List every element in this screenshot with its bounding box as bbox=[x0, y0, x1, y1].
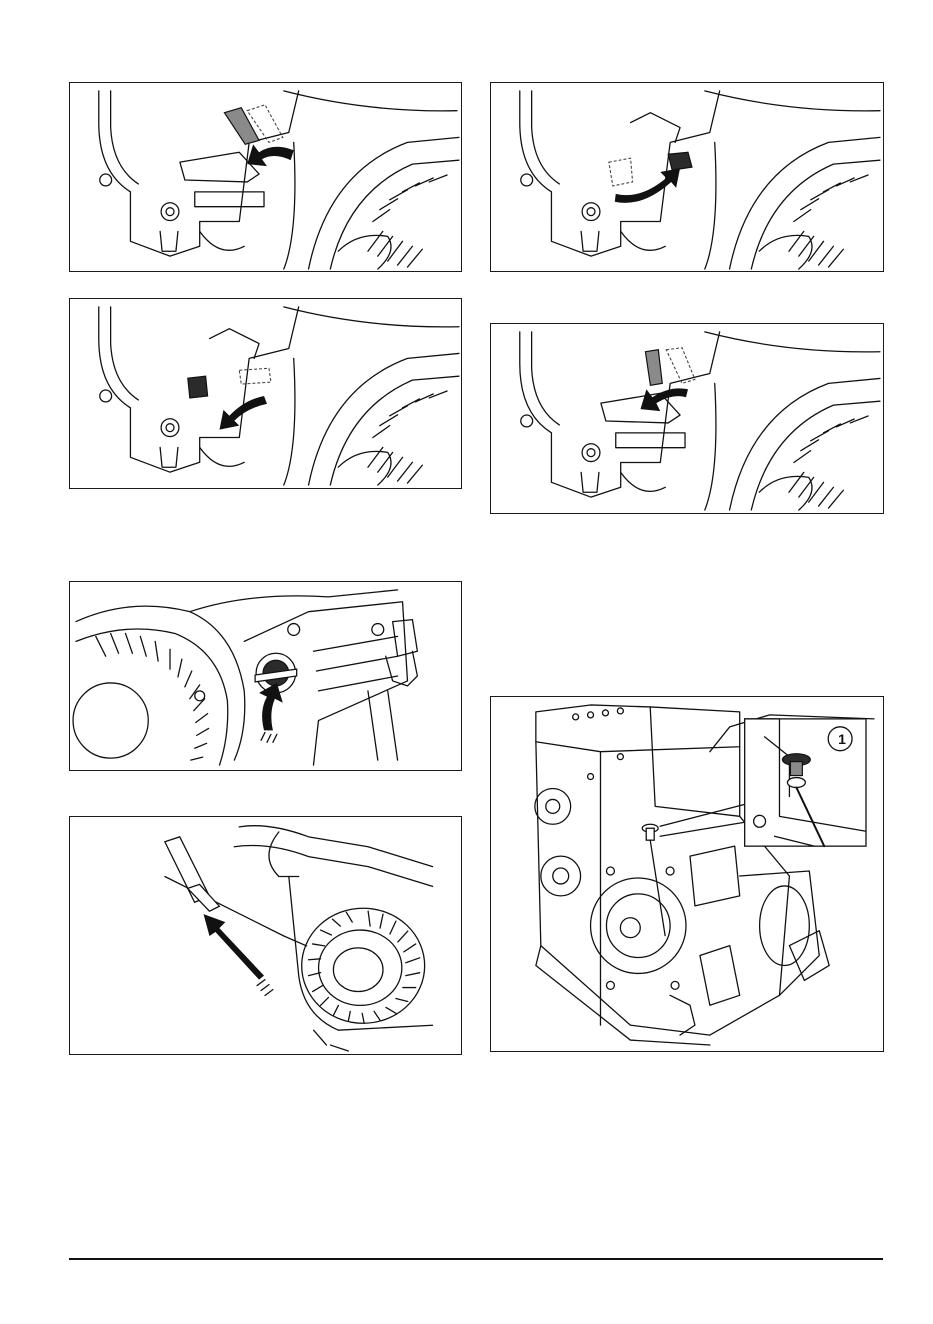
choke-lever-closed-illustration bbox=[70, 83, 461, 271]
throttle-lever-illustration bbox=[70, 299, 461, 488]
figure-engine-oil-dipstick: 1 bbox=[490, 696, 884, 1052]
figure-starter-grip-pull bbox=[69, 816, 462, 1055]
figure-engine-switch-on bbox=[69, 581, 462, 771]
footer-rule bbox=[69, 1258, 883, 1260]
figure-choke-lever-open bbox=[490, 323, 884, 514]
recoil-starter-cover bbox=[73, 606, 245, 765]
starter-grip-pull-illustration bbox=[70, 817, 461, 1054]
recoil-starter-fins bbox=[309, 353, 459, 485]
engine-oil-dipstick-illustration bbox=[491, 697, 883, 1051]
choke-lever-open-illustration bbox=[491, 324, 883, 513]
fuel-valve-open-illustration bbox=[491, 83, 883, 271]
figure-choke-lever-closed bbox=[69, 82, 462, 272]
recoil-starter-fins bbox=[730, 137, 880, 269]
recoil-starter-fins bbox=[309, 137, 459, 269]
recoil-starter-fins bbox=[730, 378, 880, 510]
engine-switch-on-illustration bbox=[70, 582, 461, 770]
figure-fuel-valve-open bbox=[490, 82, 884, 272]
figure-throttle-lever bbox=[69, 298, 462, 489]
callout-label: 1 bbox=[830, 730, 854, 748]
